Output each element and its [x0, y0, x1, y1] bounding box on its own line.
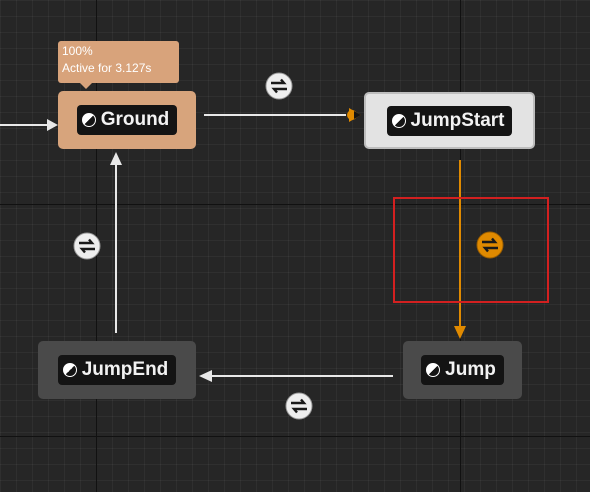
state-label: JumpStart	[410, 109, 505, 131]
state-node-ground[interactable]: Ground	[58, 91, 196, 149]
entry-arrow-icon	[47, 119, 58, 131]
state-icon	[391, 113, 406, 128]
state-active-time: Active for 3.127s	[62, 61, 152, 75]
transition-rule-icon	[476, 231, 504, 259]
state-weight: 100%	[62, 44, 93, 58]
state-icon	[62, 363, 77, 377]
transition-rule-icon	[285, 392, 313, 420]
transition-rule-ground-jumpstart[interactable]	[265, 72, 293, 100]
state-label: JumpEnd	[81, 359, 169, 380]
state-node-jump[interactable]: Jump	[403, 341, 522, 399]
state-label: Jump	[445, 359, 496, 380]
state-icon	[81, 113, 96, 127]
grid-major-line	[0, 204, 590, 205]
state-node-jumpstart[interactable]: JumpStart	[364, 92, 535, 149]
state-icon	[426, 363, 441, 377]
active-state-tooltip: 100% Active for 3.127s	[58, 41, 179, 89]
state-node-jumpend[interactable]: JumpEnd	[38, 341, 196, 399]
transition-rule-icon	[73, 232, 101, 260]
grid-major-line	[0, 436, 590, 437]
transition-rule-jump-jumpend[interactable]	[285, 392, 313, 420]
selection-highlight	[393, 197, 549, 303]
transition-rule-icon	[265, 72, 293, 100]
transition-rule-jumpend-ground[interactable]	[73, 232, 101, 260]
state-label: Ground	[100, 109, 170, 130]
transition-rule-jumpstart-jump[interactable]	[476, 231, 504, 259]
